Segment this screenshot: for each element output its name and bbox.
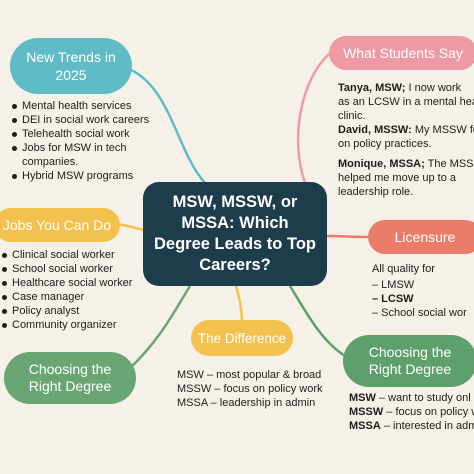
node-the-difference: The Difference xyxy=(191,320,293,356)
list-item: MSSW – focus on policy work xyxy=(177,383,323,395)
list-item: – LMSW xyxy=(372,279,415,291)
licensure-list: – LMSW – LCSW – School social wor xyxy=(372,278,467,320)
student-quote-monique: Monique, MSSA; The MSSA helped me move u… xyxy=(338,158,474,198)
jobs-list: Clinical social worker School social wor… xyxy=(1,248,151,332)
list-item: Clinical social worker xyxy=(1,248,151,262)
list-item: – LCSW xyxy=(372,293,414,305)
quote-author: Monique, MSSA; xyxy=(338,158,425,170)
quote-author: David, MSSW: xyxy=(338,124,412,136)
connector-trends xyxy=(119,64,206,184)
list-item: MSSA – leadership in admin xyxy=(177,397,316,409)
choosing-list: MSW – want to study onl MSSW – focus on … xyxy=(349,391,474,433)
node-jobs-you-can-do: Jobs You Can Do xyxy=(0,208,120,242)
node-choosing-right-degree-right: Choosing the Right Degree xyxy=(343,335,474,387)
connector-students xyxy=(296,52,331,184)
central-topic: MSW, MSSW, or MSSA: Which Degree Leads t… xyxy=(143,182,327,286)
list-item: School social worker xyxy=(1,262,151,276)
node-what-students-say: What Students Say xyxy=(329,36,474,70)
node-licensure: Licensure xyxy=(368,220,474,254)
list-item: MSSW – focus on policy w xyxy=(349,406,474,418)
connector-licensure xyxy=(325,234,371,239)
list-item: Mental health services xyxy=(11,99,181,113)
list-item: Policy analyst xyxy=(1,304,151,318)
node-choosing-right-degree-left: Choosing the Right Degree xyxy=(4,352,136,404)
list-item: Case manager xyxy=(1,290,151,304)
list-item: MSW – want to study onl xyxy=(349,392,471,404)
connector-choose-right xyxy=(288,285,346,358)
list-item: Hybrid MSW programs xyxy=(11,169,181,183)
connector-jobs xyxy=(117,222,145,232)
list-item: DEI in social work careers xyxy=(11,113,181,127)
list-item: – School social wor xyxy=(372,307,467,319)
list-item: MSSA – interested in adm xyxy=(349,420,474,432)
connector-choose-left xyxy=(129,285,192,369)
connector-difference xyxy=(234,285,244,323)
student-quote-david: David, MSSW: My MSSW fo on policy practi… xyxy=(338,124,474,150)
list-item: MSW – most popular & broad xyxy=(177,369,322,381)
list-item: Jobs for MSW in tech companies. xyxy=(11,141,140,169)
list-item: Healthcare social worker xyxy=(1,276,151,290)
student-quote-tanya: Tanya, MSW; I now work as an LCSW in a m… xyxy=(338,82,474,122)
node-new-trends: New Trends in 2025 xyxy=(10,38,132,94)
licensure-intro: All quality for xyxy=(372,263,435,275)
quote-author: Tanya, MSW; xyxy=(338,82,406,94)
new-trends-list: Mental health services DEI in social wor… xyxy=(11,99,181,183)
list-item: Community organizer xyxy=(1,318,151,332)
list-item: Telehealth social work xyxy=(11,127,181,141)
difference-list: MSW – most popular & broad MSSW – focus … xyxy=(177,368,323,410)
